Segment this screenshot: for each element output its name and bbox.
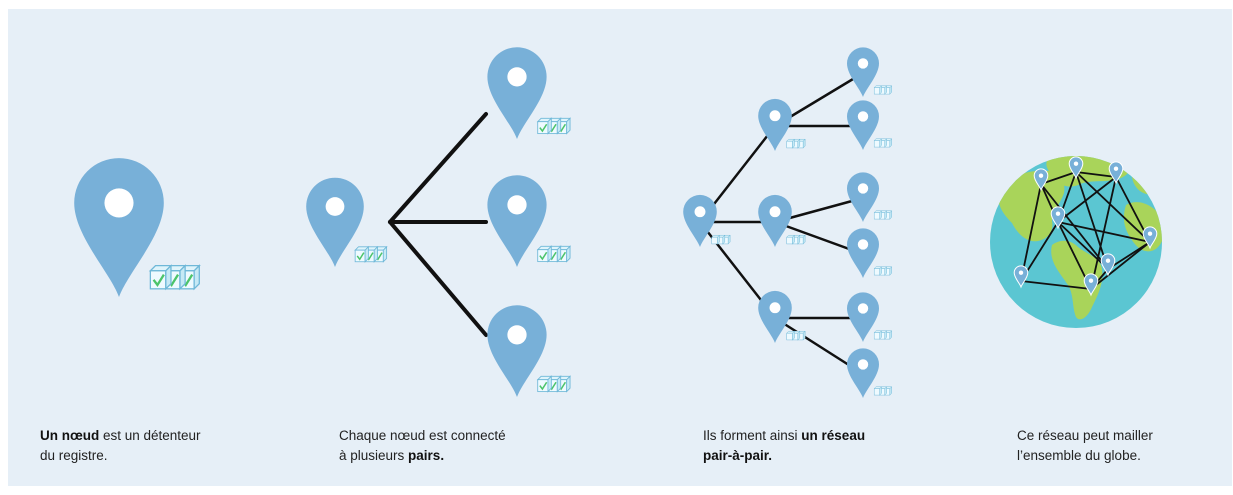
caption-globe-line2: l’ensemble du globe. — [1017, 448, 1141, 463]
ledger-blocks-icon — [786, 234, 806, 245]
diagram-artwork — [74, 47, 1162, 398]
caption-peers-bold: pairs. — [408, 448, 445, 463]
map-pin-icon — [1083, 273, 1099, 297]
caption-globe-line1: Ce réseau peut mailler — [1017, 428, 1153, 443]
map-pin-icon — [1068, 156, 1084, 180]
network-edges — [388, 71, 865, 376]
map-pin-icon — [1013, 265, 1029, 289]
ledger-blocks-icon — [711, 234, 731, 245]
ledger-blocks-icon — [873, 330, 893, 340]
map-pin-icon — [758, 290, 792, 343]
ledger-blocks-icon — [148, 264, 201, 291]
network-edge — [1040, 171, 1077, 185]
network-edge — [1057, 221, 1109, 270]
map-pin-icon — [847, 228, 879, 278]
caption-node: Un nœud est un détenteur du registre. — [40, 426, 240, 466]
ledger-blocks-icon — [873, 266, 893, 276]
caption-network-line2: pair-à-pair. — [703, 448, 773, 463]
network-edge — [1075, 171, 1117, 178]
ledger-blocks-icon — [873, 386, 893, 396]
map-pin-icon — [1108, 161, 1124, 185]
ledger-blocks-icon — [873, 138, 893, 148]
ledger-blocks-icon — [536, 245, 572, 263]
ledger-blocks-icon — [873, 210, 893, 220]
network-edge — [1075, 171, 1151, 243]
map-pin-icon — [74, 158, 164, 297]
map-pin-icon — [683, 194, 717, 247]
caption-node-bold: Un nœud — [40, 428, 100, 443]
ledger-blocks-icon — [536, 375, 572, 393]
globe-icon — [990, 156, 1162, 328]
map-pin-icon — [847, 172, 879, 222]
ledger-blocks-icon — [354, 245, 388, 263]
caption-globe: Ce réseau peut mailler l’ensemble du glo… — [1017, 426, 1217, 466]
network-edge — [1075, 171, 1109, 270]
map-pin-icon — [1142, 226, 1158, 250]
network-edge — [388, 112, 488, 224]
ledger-blocks-icon — [873, 85, 893, 95]
map-pin-icon — [1033, 168, 1049, 192]
map-pin-icon — [758, 194, 792, 247]
caption-peers-line1: Chaque nœud est connecté — [339, 428, 506, 443]
caption-network: Ils forment ainsi un réseau pair-à-pair. — [703, 426, 923, 466]
map-pin-icon — [1100, 253, 1116, 277]
map-pin-icon — [1050, 206, 1066, 230]
network-edge — [1020, 183, 1042, 282]
ledger-blocks-icon — [536, 117, 572, 135]
ledger-blocks-icon — [786, 138, 806, 149]
network-edge — [1090, 176, 1117, 290]
network-edge — [1090, 241, 1151, 290]
network-edge — [1020, 280, 1092, 290]
map-pin-icon — [847, 292, 879, 342]
caption-node-text: est un détenteur — [99, 428, 201, 443]
caption-network-line1: Ils forment ainsi — [703, 428, 802, 443]
network-edge — [1040, 183, 1109, 270]
map-pin-icon — [758, 98, 792, 151]
map-pin-icon — [847, 348, 879, 398]
network-pins — [74, 47, 1158, 398]
caption-peers-line2: à plusieurs — [339, 448, 409, 463]
map-pin-icon — [487, 47, 547, 139]
map-pin-icon — [847, 47, 879, 97]
caption-node-line2: du registre. — [40, 448, 108, 463]
caption-network-bold: un réseau — [801, 428, 866, 443]
network-edge — [388, 220, 488, 337]
map-pin-icon — [847, 100, 879, 150]
map-pin-icon — [487, 305, 547, 397]
diagram-panel: Un nœud est un détenteur du registre. Ch… — [8, 9, 1232, 486]
map-pin-icon — [306, 177, 364, 267]
map-pin-icon — [487, 175, 547, 267]
ledger-blocks-icon — [786, 330, 806, 341]
network-edge — [1057, 176, 1117, 223]
caption-peers: Chaque nœud est connecté à plusieurs pai… — [339, 426, 559, 466]
